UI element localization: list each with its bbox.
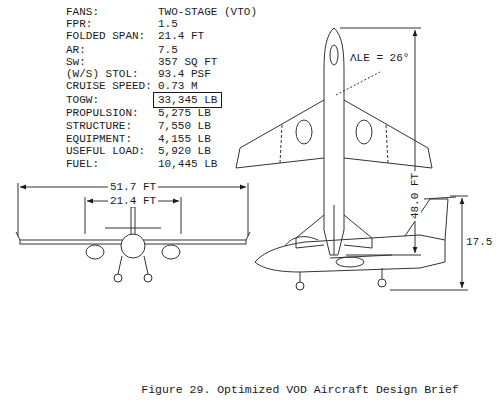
spec-value: 4,155 LB (158, 133, 211, 145)
spec-value: 7.5 (158, 44, 178, 56)
spec-name: STRUCTURE: (66, 120, 132, 132)
spec-value: TWO-STAGE (VTO) (158, 6, 257, 18)
spec-name: AR: (66, 44, 86, 56)
spec-name: EQUIPMENT: (66, 133, 132, 145)
dimension-label: 21.4 FT (108, 195, 158, 207)
spec-value: 5,275 LB (158, 107, 211, 119)
side-fuselage (255, 235, 445, 272)
spec-value: 1.5 (158, 18, 178, 30)
spec-name: Sw: (66, 56, 86, 68)
spec-value: 7,550 LB (158, 120, 211, 132)
spec-name: FUEL: (66, 158, 99, 170)
figure-caption: Figure 29. Optimized VOD Aircraft Design… (141, 383, 458, 396)
spec-name: FPR: (66, 18, 92, 30)
spec-value: 21.4 FT (158, 30, 204, 42)
spec-value: 357 SQ FT (158, 56, 217, 68)
dimension-line (462, 198, 463, 288)
spec-name: TOGW: (66, 94, 99, 106)
boxed-value: 33,345 LB (153, 92, 222, 108)
spec-name: FANS: (66, 6, 99, 18)
spec-name: PROPULSION: (66, 107, 139, 119)
spec-name: (W/S) STOL: (66, 68, 139, 80)
front-fuselage (121, 234, 145, 258)
spec-name: CRUISE SPEED: (66, 80, 152, 92)
front-fin (131, 207, 135, 234)
sweep-angle: ΛLE = 26° (350, 52, 409, 64)
spec-value: 5,920 LB (158, 145, 211, 157)
planform-tail (344, 215, 372, 248)
spec-name: USEFUL LOAD: (66, 145, 145, 157)
spec-value: 0.73 M (158, 80, 198, 92)
spec-name: FOLDED SPAN: (66, 30, 145, 42)
spec-value: 33,345 LB (158, 94, 217, 106)
dimension-label: 51.7 FT (108, 181, 158, 193)
spec-value: 10,445 LB (158, 158, 217, 170)
spec-value: 93.4 PSF (158, 68, 211, 80)
planform-fuselage (324, 28, 344, 255)
dimension-label: 48.0 FT (409, 171, 421, 221)
dimension-label: 17.5 (466, 236, 492, 248)
